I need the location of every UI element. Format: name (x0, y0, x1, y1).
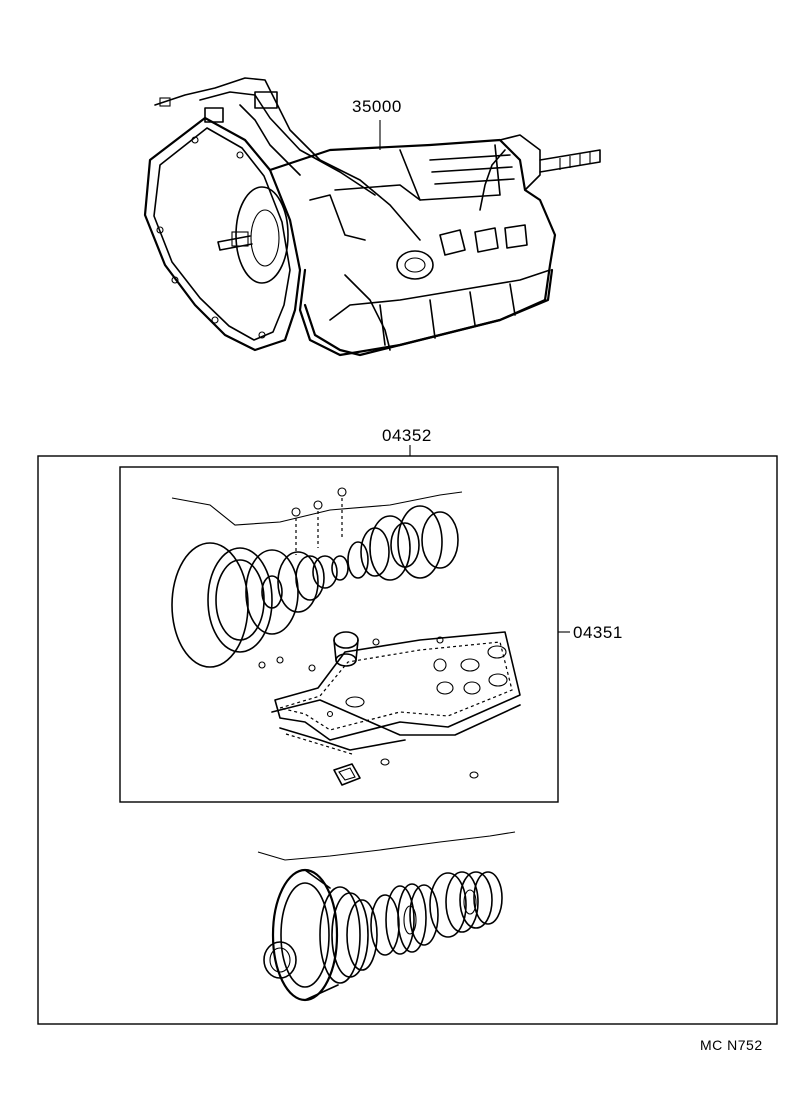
clutch-drum-drawing[interactable] (257, 831, 516, 1002)
gasket-kit-frame (119, 466, 559, 803)
part-number-35000: 35000 (352, 97, 402, 116)
overhaul-kit-frame (37, 455, 778, 1025)
part-number-04352: 04352 (382, 426, 432, 445)
diagram-reference-code: MC N752 (700, 1037, 763, 1053)
part-number-04351: 04351 (573, 623, 623, 642)
transmission-assembly-drawing[interactable] (143, 77, 601, 357)
gasket-kit-drawing[interactable] (171, 487, 521, 786)
